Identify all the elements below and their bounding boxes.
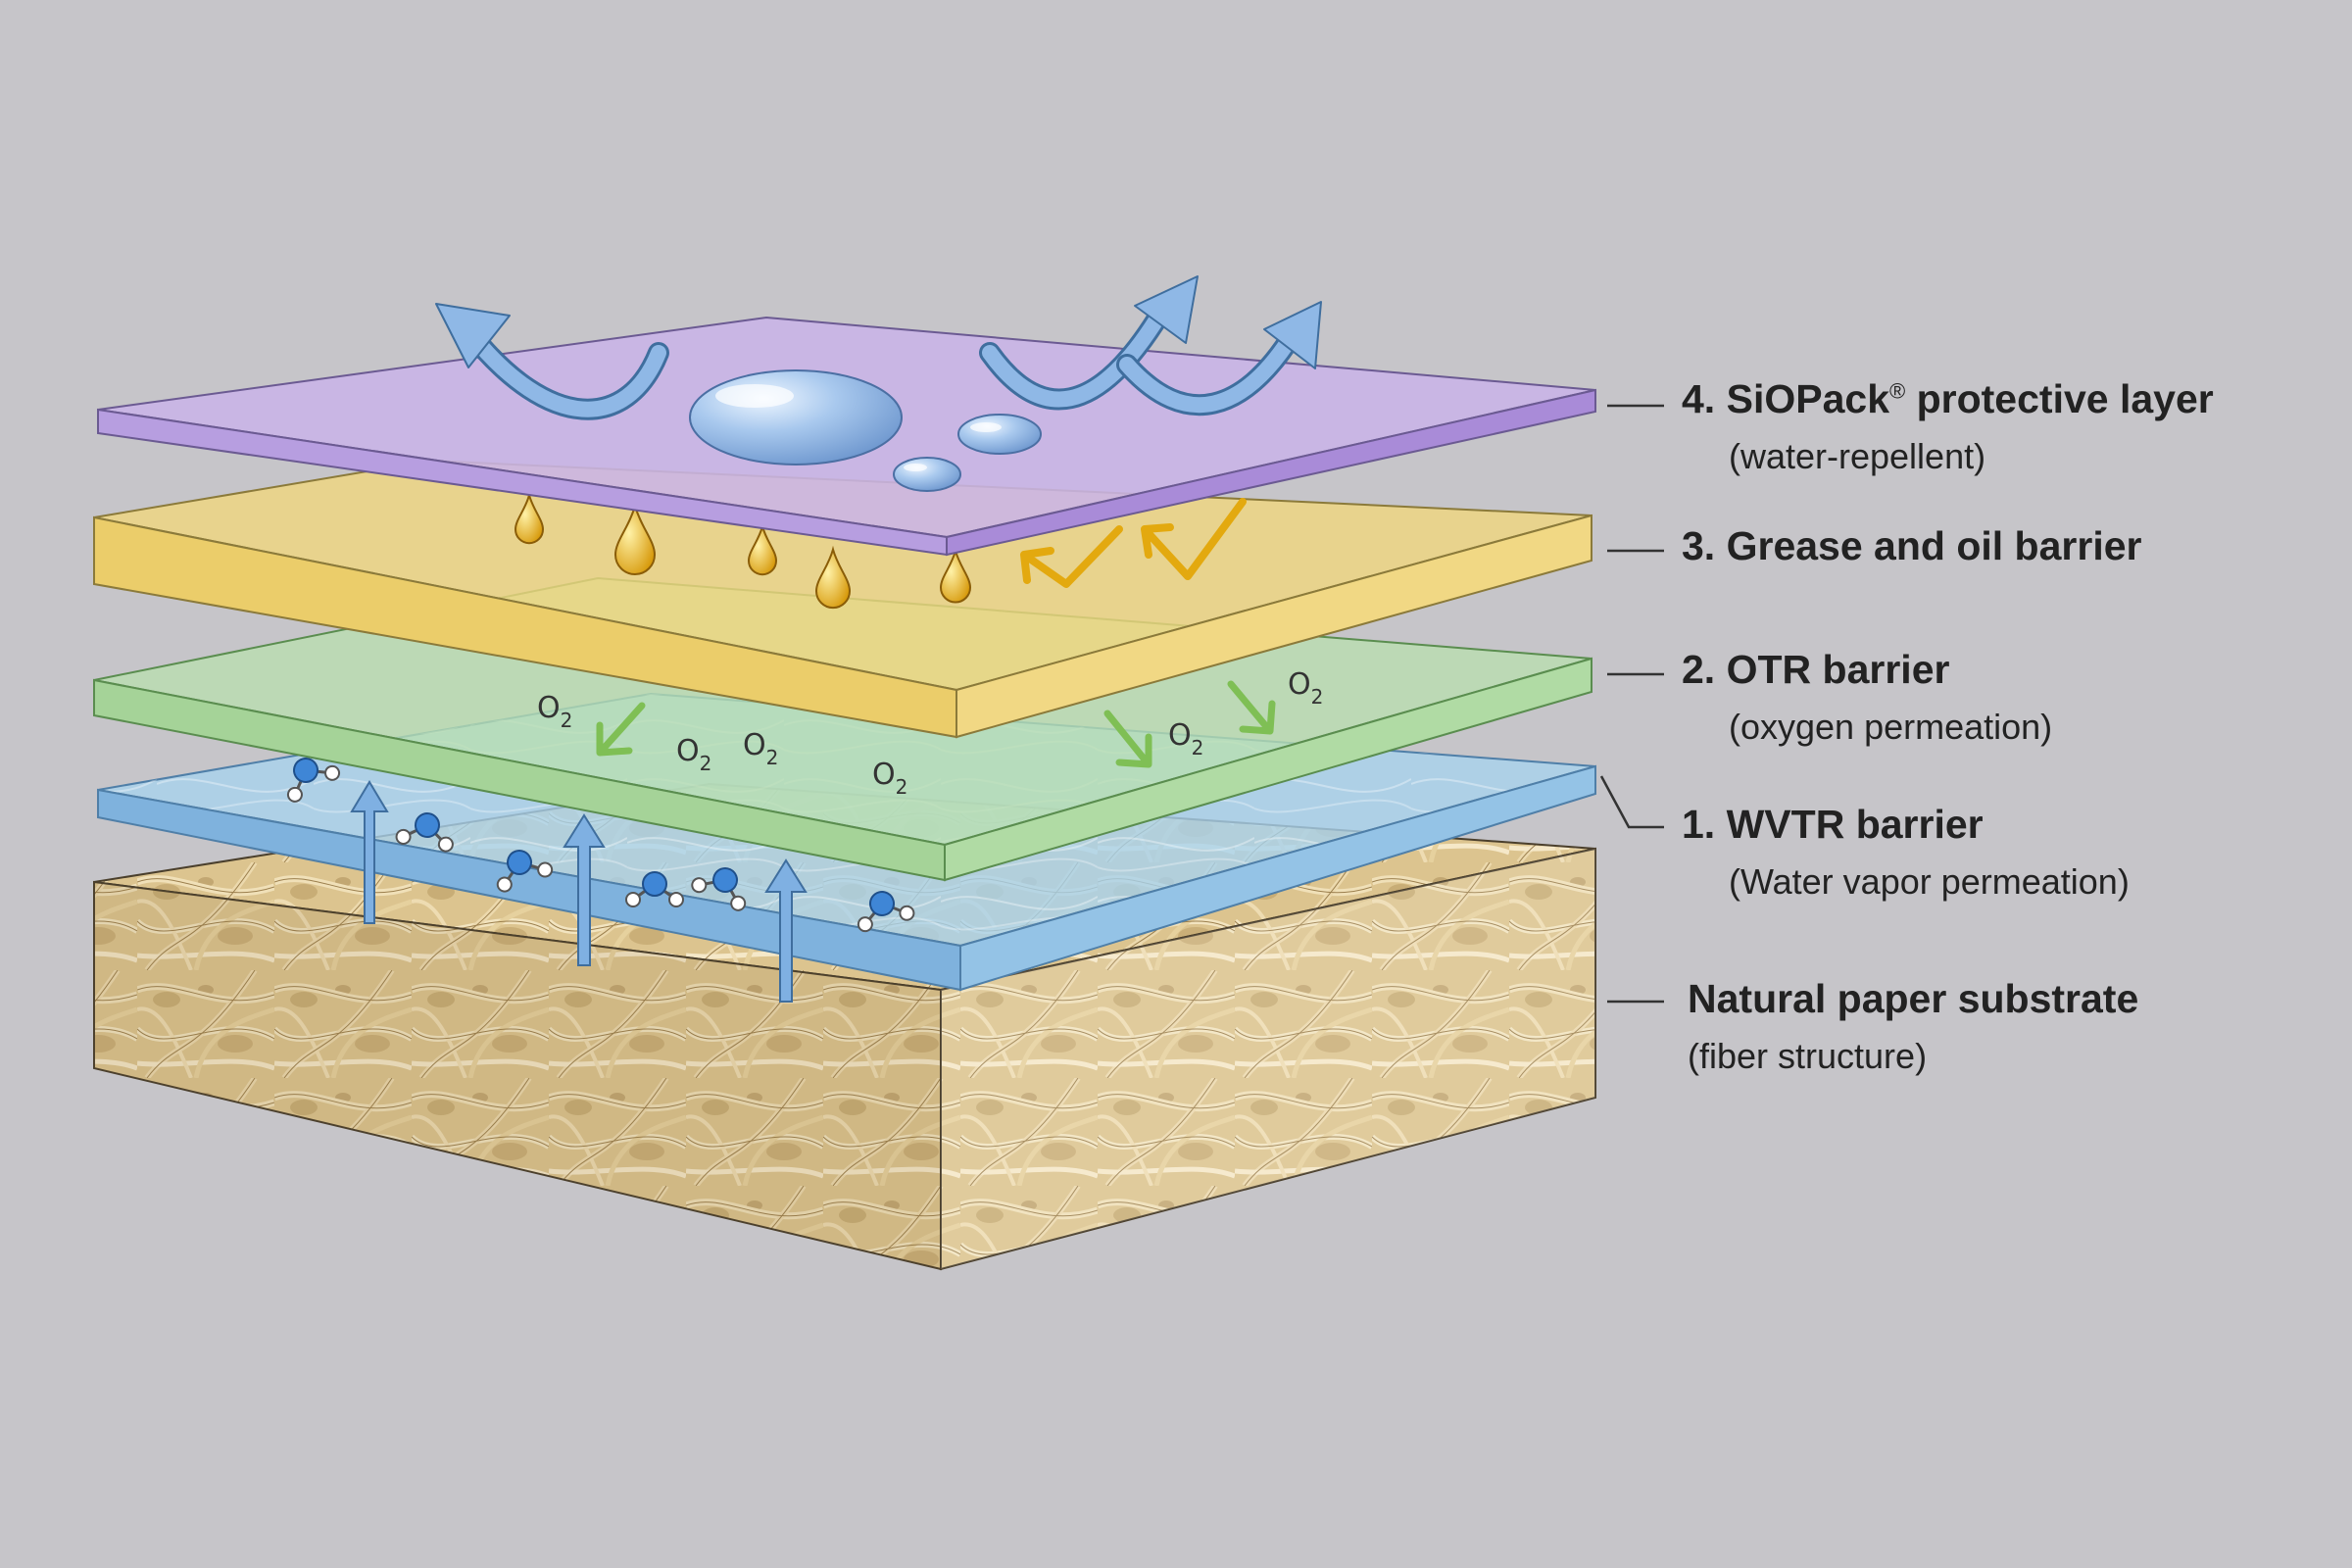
water-molecule xyxy=(496,850,554,893)
oxygen-arrow xyxy=(596,702,646,757)
label-otr-description: (oxygen permeation) xyxy=(1729,707,2053,747)
repel-arrowhead xyxy=(435,303,511,368)
repel-arrowhead xyxy=(1263,301,1322,369)
water-molecule xyxy=(691,867,747,911)
substrate-right-face xyxy=(940,847,1596,1271)
oil-droplet xyxy=(747,522,778,576)
water-molecule xyxy=(395,812,454,853)
label-wvtr-description: (Water vapor permeation) xyxy=(1729,861,2130,902)
water-molecules xyxy=(286,758,915,933)
water-molecule xyxy=(625,871,684,907)
label-grease-title: 3. Grease and oil barrier xyxy=(1682,523,2142,568)
label-otr-title: 2. OTR barrier xyxy=(1682,647,1950,692)
grease-deflection-arrows xyxy=(1020,498,1247,588)
label-substrate-title: Natural paper substrate xyxy=(1688,976,2139,1021)
deflect-arrow xyxy=(1141,498,1247,580)
label-grease-layer: 3. Grease and oil barrier xyxy=(1682,523,2141,569)
droplet-highlight xyxy=(970,422,1002,432)
oil-droplet xyxy=(814,545,852,610)
oil-droplet xyxy=(939,547,972,604)
water-molecule xyxy=(857,891,915,933)
oxygen-arrow xyxy=(1103,710,1152,768)
oil-droplet xyxy=(514,491,545,545)
label-protective-description: (water-repellent) xyxy=(1729,436,1986,476)
label-substrate: Natural paper substrate (fiber structure… xyxy=(1688,976,2138,1077)
water-repel-arrows xyxy=(435,275,1322,420)
vapor-arrow xyxy=(563,813,606,966)
label-protective-title: 4. SiOPack® protective layer xyxy=(1682,376,2214,421)
oxygen-arrow xyxy=(1227,680,1276,735)
leader-lines xyxy=(1599,404,1664,1004)
oil-droplet xyxy=(613,502,657,575)
water-vapor-arrows xyxy=(350,780,808,1003)
repel-arrowhead xyxy=(1134,275,1199,344)
substrate-right-shade xyxy=(941,849,1595,1269)
vapor-arrow xyxy=(764,858,808,1003)
protective-right-edge xyxy=(946,388,1596,557)
label-wvtr-layer: 1. WVTR barrier (Water vapor permeation) xyxy=(1682,802,2130,903)
otr-right-edge xyxy=(944,657,1592,882)
grease-right-edge xyxy=(956,514,1592,739)
label-protective-layer: 4. SiOPack® protective layer (water-repe… xyxy=(1682,376,2214,477)
water-molecule xyxy=(286,758,341,803)
deflect-arrow xyxy=(1020,525,1123,588)
substrate-front-shade xyxy=(94,882,941,1269)
droplet-highlight xyxy=(904,464,927,471)
oxygen-arrows xyxy=(596,680,1276,768)
wvtr-right-edge xyxy=(959,764,1596,992)
label-wvtr-title: 1. WVTR barrier xyxy=(1682,802,1984,847)
water-droplet xyxy=(957,414,1042,455)
leader-line-wvtr xyxy=(1599,775,1664,829)
vapor-arrow xyxy=(350,780,389,924)
water-droplet xyxy=(689,369,903,466)
label-substrate-description: (fiber structure) xyxy=(1688,1036,1928,1076)
droplet-highlight xyxy=(715,384,794,408)
label-otr-layer: 2. OTR barrier (oxygen permeation) xyxy=(1682,647,2052,748)
oil-droplets xyxy=(514,491,972,610)
water-droplets xyxy=(689,369,1042,492)
water-droplet xyxy=(893,457,961,492)
